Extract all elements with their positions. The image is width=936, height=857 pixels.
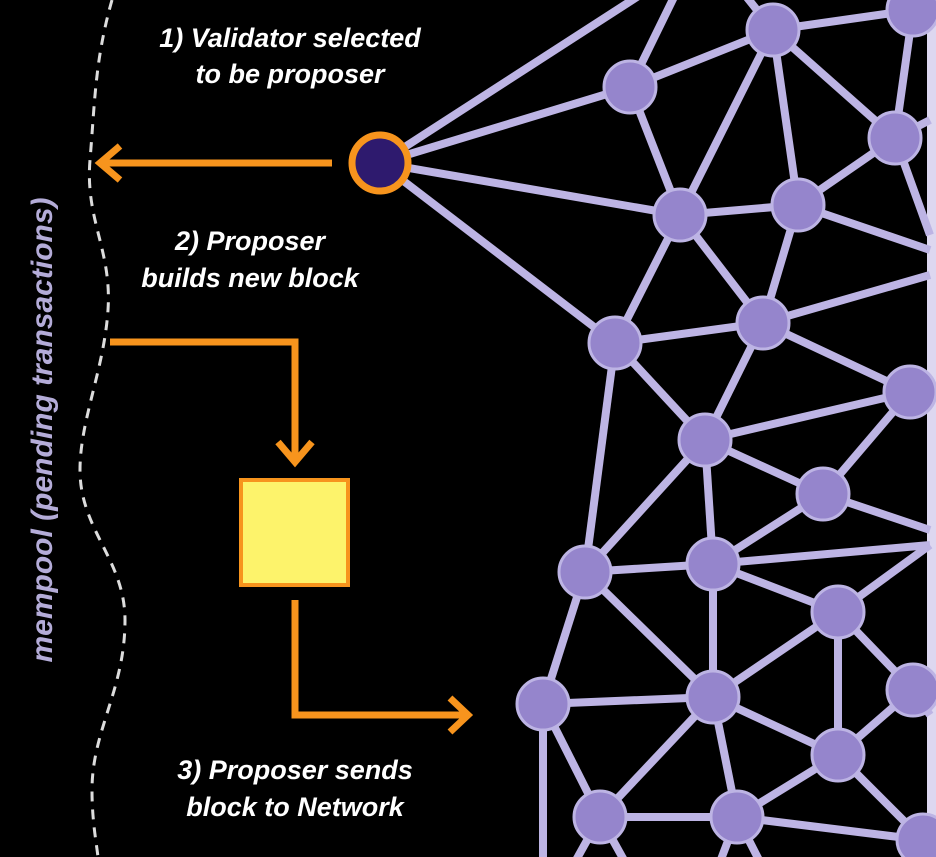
step2-line2: builds new block bbox=[141, 263, 361, 293]
new-block bbox=[239, 478, 350, 587]
validator-node bbox=[685, 669, 741, 725]
network-edge bbox=[581, 342, 619, 573]
step3-line1: 3) Proposer sends bbox=[177, 755, 413, 785]
network-edge bbox=[704, 388, 911, 444]
validator-node bbox=[882, 364, 936, 420]
validator-node bbox=[652, 187, 708, 243]
network-edge bbox=[582, 569, 716, 700]
step1-line2: to be proposer bbox=[195, 59, 386, 89]
network-edge bbox=[736, 813, 924, 844]
validator-node bbox=[685, 536, 741, 592]
validator-node bbox=[515, 676, 571, 732]
mempool-label: mempool (pending transactions) bbox=[26, 197, 59, 662]
step1-line1: 1) Validator selected bbox=[159, 23, 421, 53]
validator-node bbox=[587, 315, 643, 371]
validator-node bbox=[810, 584, 866, 640]
arrow-to-mempool bbox=[94, 143, 332, 183]
arrow-to-network bbox=[291, 600, 474, 735]
validator-node bbox=[572, 789, 628, 845]
validator-node bbox=[895, 812, 936, 857]
step3-line2: block to Network bbox=[186, 792, 406, 822]
network-edge bbox=[761, 271, 932, 327]
network-edge bbox=[582, 437, 708, 575]
validator-node bbox=[867, 110, 923, 166]
network-edge bbox=[769, 29, 802, 206]
network-edges bbox=[377, 0, 934, 857]
validator-node bbox=[745, 2, 801, 58]
network-edge bbox=[542, 693, 714, 708]
network-edge bbox=[676, 28, 777, 217]
network-edge bbox=[377, 159, 618, 347]
network-edge bbox=[712, 541, 931, 568]
validator-node bbox=[810, 727, 866, 783]
network-nodes bbox=[515, 0, 936, 857]
validator-node bbox=[885, 662, 936, 718]
step2-line1: 2) Proposer bbox=[174, 226, 327, 256]
validator-node bbox=[885, 0, 936, 38]
validator-node bbox=[735, 295, 791, 351]
validator-node bbox=[677, 412, 733, 468]
validator-node bbox=[602, 59, 658, 115]
proposer-node bbox=[348, 131, 412, 195]
network-edge bbox=[378, 83, 632, 167]
validator-node bbox=[795, 466, 851, 522]
validator-node bbox=[557, 544, 613, 600]
network-edge bbox=[379, 159, 681, 219]
arrow-to-block bbox=[110, 338, 315, 468]
validator-node bbox=[709, 789, 765, 845]
right-edge-band bbox=[927, 0, 936, 857]
network-edge bbox=[377, 0, 640, 167]
validator-node bbox=[770, 177, 826, 233]
mempool-boundary bbox=[78, 0, 127, 857]
